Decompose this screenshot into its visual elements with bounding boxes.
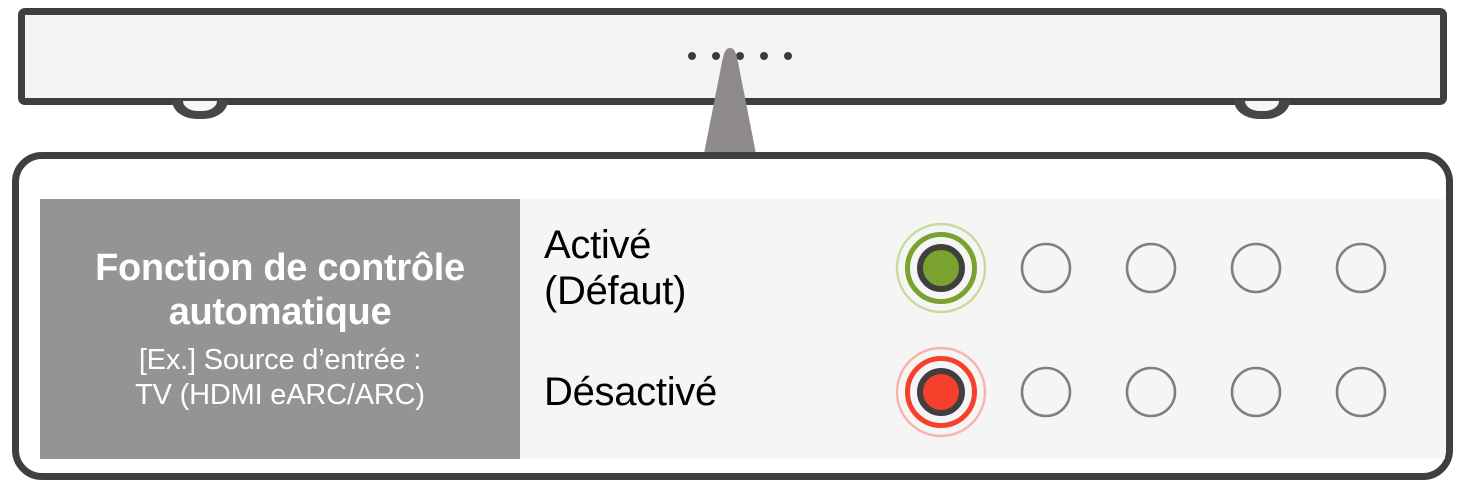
state-rows: Activé (Défaut) Désactivé xyxy=(520,199,1445,459)
soundbar-indicator-dot xyxy=(759,52,768,60)
led-indicator-idle xyxy=(1209,345,1303,439)
led-indicator-idle xyxy=(1104,221,1198,315)
state-row-deactivated-label-line-1: Désactivé xyxy=(544,370,717,414)
caption-subtitle: [Ex.] Source d’entrée : TV (HDMI eARC/AR… xyxy=(135,343,425,413)
state-row-activated-label-line-2: (Défaut) xyxy=(544,269,687,313)
state-row-activated: Activé (Défaut) xyxy=(520,214,1445,322)
caption-sub-line-1: [Ex.] Source d’entrée : xyxy=(138,343,422,376)
info-panel: Fonction de contrôle automatique [Ex.] S… xyxy=(12,152,1453,480)
state-row-deactivated: Désactivé xyxy=(520,338,1445,446)
info-panel-content: Fonction de contrôle automatique [Ex.] S… xyxy=(40,199,1445,459)
soundbar-indicator-dot xyxy=(783,52,792,60)
caption-title: Fonction de contrôle automatique xyxy=(95,246,465,334)
led-indicator-lit xyxy=(894,345,988,439)
caption-block: Fonction de contrôle automatique [Ex.] S… xyxy=(40,199,520,459)
state-row-deactivated-lights xyxy=(880,338,1445,446)
caption-sub-line-2: TV (HDMI eARC/ARC) xyxy=(135,378,425,411)
led-indicator-idle xyxy=(1314,221,1408,315)
led-indicator-idle xyxy=(1104,345,1198,439)
caption-title-line-2: automatique xyxy=(168,290,392,333)
soundbar-foot-right xyxy=(1234,100,1290,119)
led-indicator-idle xyxy=(1314,345,1408,439)
led-indicator-idle xyxy=(999,345,1093,439)
soundbar-foot-left xyxy=(172,100,228,119)
soundbar-indicator-dot xyxy=(687,52,696,60)
state-row-activated-label-line-1: Activé xyxy=(544,223,652,267)
state-row-activated-lights xyxy=(880,214,1445,322)
led-indicator-idle xyxy=(999,221,1093,315)
led-indicator-lit xyxy=(894,221,988,315)
state-row-deactivated-label: Désactivé xyxy=(520,369,880,415)
state-row-activated-label: Activé (Défaut) xyxy=(520,222,880,314)
led-indicator-idle xyxy=(1209,221,1303,315)
cone-pointer-icon xyxy=(700,48,760,166)
caption-title-line-1: Fonction de contrôle xyxy=(95,246,465,289)
